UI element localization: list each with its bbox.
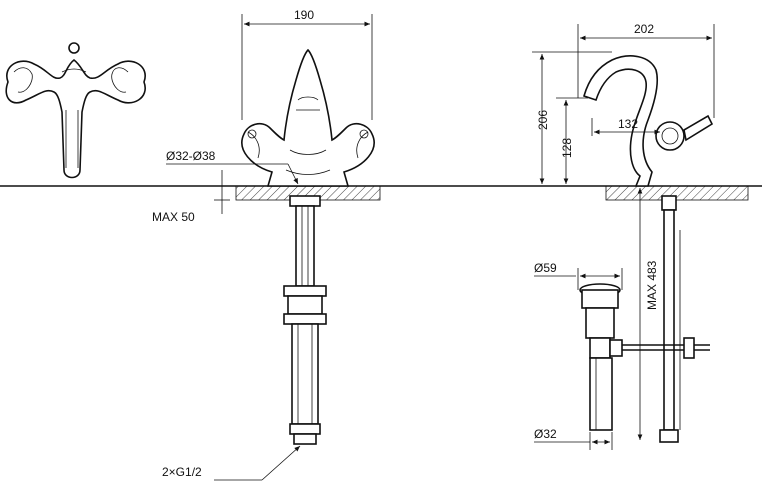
dim-206: 206 <box>532 51 612 184</box>
dim-connection-label: 2×G1/2 <box>162 465 202 479</box>
dim-max483: MAX 483 <box>637 188 659 440</box>
dim-190-label: 190 <box>294 8 314 22</box>
dim-202: 202 <box>577 22 715 118</box>
dim-max483-label: MAX 483 <box>645 260 659 310</box>
faucet-side-view <box>583 55 714 443</box>
handle-top-view <box>5 42 146 179</box>
dim-max50-label: MAX 50 <box>152 210 195 224</box>
dim-202-label: 202 <box>634 22 654 36</box>
dim-connection: 2×G1/2 <box>162 445 301 481</box>
dim-32: Ø32 <box>534 427 613 450</box>
dim-hole-label: Ø32-Ø38 <box>166 149 216 163</box>
dim-hole: Ø32-Ø38 <box>166 149 299 185</box>
dim-132: 132 <box>591 117 660 136</box>
dim-206-label: 206 <box>536 110 550 130</box>
dim-59-label: Ø59 <box>534 261 557 275</box>
dim-128: 128 <box>556 97 588 184</box>
drain-assembly <box>579 283 623 431</box>
dim-32-label: Ø32 <box>534 427 557 441</box>
dim-max50: MAX 50 <box>152 170 230 224</box>
deck-hatch-right <box>605 185 749 201</box>
dim-132-label: 132 <box>618 117 638 131</box>
dim-190: 190 <box>241 8 373 120</box>
dim-59: Ø59 <box>534 261 623 290</box>
dim-128-label: 128 <box>560 138 574 158</box>
faucet-front-view <box>241 48 375 445</box>
